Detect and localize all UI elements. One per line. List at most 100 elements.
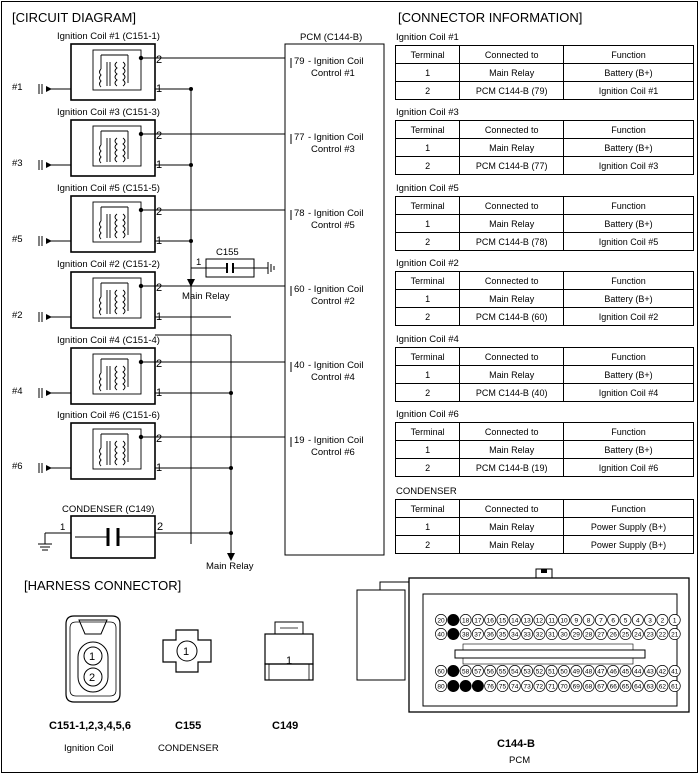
coil-name: Ignition Coil #2 (C151-2) — [57, 259, 160, 270]
column-header: Connected to — [459, 271, 565, 290]
coil-pin2: 2 — [156, 282, 162, 294]
pcm-pin-label: 30 — [560, 631, 568, 638]
pcm-pin-label: 5 — [624, 617, 628, 624]
pcm-pin-label: 66 — [610, 683, 618, 690]
pcm-pin-80 — [435, 680, 447, 692]
pcm-pin-label: 32 — [536, 631, 544, 638]
table-cell: Power Supply (B+) — [563, 517, 694, 536]
main-relay-arrow-2 — [227, 553, 235, 561]
coil-pin1: 1 — [156, 159, 162, 171]
pcm-pin-label: 33 — [523, 631, 531, 638]
coil-name: Ignition Coil #4 (C151-4) — [57, 335, 160, 346]
coil-input: #2 — [12, 310, 23, 321]
column-header: Terminal — [394, 45, 461, 64]
coil-input: #1 — [12, 82, 23, 93]
connector-table-title: Ignition Coil #3 — [396, 107, 459, 118]
pcm-pin-number: 77 — [294, 132, 305, 143]
pcm-pin-37 — [471, 628, 484, 640]
pcm-pin-70 — [558, 680, 570, 692]
connector-table-title: Ignition Coil #5 — [396, 183, 459, 194]
pcm-harness-desc: PCM — [509, 755, 530, 766]
pcm-pin-label: 67 — [597, 683, 605, 690]
pcm-pin-76 — [484, 680, 497, 692]
pcm-pin-57 — [471, 665, 484, 677]
pcm-pin-34 — [508, 628, 521, 640]
table-cell: 2 — [394, 81, 461, 100]
pcm-pin-label: 38 — [462, 631, 470, 638]
pcm-pin-73 — [521, 680, 534, 692]
coil-name: Ignition Coil #6 (C151-6) — [57, 410, 160, 421]
table-cell: Main Relay — [459, 214, 565, 233]
pcm-pin-label: 70 — [560, 683, 568, 690]
table-cell: 1 — [394, 63, 461, 82]
pcm-pin-label: 73 — [523, 683, 531, 690]
connector-table-title: Ignition Coil #1 — [396, 32, 459, 43]
table-cell: Main Relay — [459, 289, 565, 308]
pcm-pin-59 — [447, 665, 460, 677]
condenser-pin2: 2 — [157, 521, 163, 533]
pcm-pin-69 — [570, 680, 583, 692]
column-header: Terminal — [394, 422, 461, 441]
pcm-pin-label: 75 — [499, 683, 507, 690]
table-cell: 1 — [394, 289, 461, 308]
table-cell: 2 — [394, 232, 461, 251]
pcm-pin-label: 36 — [487, 631, 495, 638]
pcm-pin-label: 51 — [548, 668, 556, 675]
pcm-pin-label: 47 — [597, 668, 605, 675]
pcm-pin-60 — [435, 665, 447, 677]
pcm-pin-label: 7 — [599, 617, 603, 624]
table-cell: 2 — [394, 383, 461, 402]
pcm-pin-label: 69 — [573, 683, 581, 690]
connector-info-title: [CONNECTOR INFORMATION] — [398, 10, 582, 25]
pcm-pin-label: 46 — [610, 668, 618, 675]
pcm-pin-label: 15 — [499, 617, 507, 624]
table-cell: Ignition Coil #5 — [563, 232, 694, 251]
pcm-pin-32 — [533, 628, 546, 640]
column-header: Function — [563, 271, 694, 290]
pcm-pin-15 — [496, 614, 509, 626]
column-header: Terminal — [394, 271, 461, 290]
pcm-pin-23 — [644, 628, 657, 640]
table-cell: Ignition Coil #2 — [563, 307, 694, 326]
pcm-pin-24 — [631, 628, 644, 640]
pcm-pin-label: 3 — [648, 617, 652, 624]
pcm-pin-47 — [594, 665, 607, 677]
pcm-function-line2: Control #3 — [311, 144, 355, 155]
table-cell: PCM C144-B (40) — [459, 383, 565, 402]
column-header: Connected to — [459, 120, 565, 139]
pcm-pin-48 — [582, 665, 595, 677]
table-cell: Battery (B+) — [563, 289, 694, 308]
table-cell: 2 — [394, 307, 461, 326]
pcm-pin-label: 1 — [673, 617, 677, 624]
pcm-pin-45 — [619, 665, 632, 677]
pcm-label: PCM (C144-B) — [300, 32, 362, 43]
pcm-pin-68 — [582, 680, 595, 692]
c155-label: C155 — [216, 247, 239, 258]
pcm-pin-64 — [631, 680, 644, 692]
coil-pin1: 1 — [156, 387, 162, 399]
pcm-pin-67 — [594, 680, 607, 692]
table-cell: 1 — [394, 440, 461, 459]
pcm-pin-label: 6 — [611, 617, 615, 624]
coil-pin2: 2 — [156, 54, 162, 66]
pcm-pin-label: 18 — [462, 617, 470, 624]
pcm-pin-label: 29 — [573, 631, 581, 638]
pcm-function-line2: Control #5 — [311, 220, 355, 231]
harness-connector-title: [HARNESS CONNECTOR] — [24, 578, 181, 593]
pcm-pin-label: 11 — [548, 617, 555, 624]
pcm-pin-label: 8 — [587, 617, 591, 624]
table-cell: Main Relay — [459, 63, 565, 82]
pcm-pin-3 — [644, 614, 657, 626]
pcm-pin-label: 21 — [671, 631, 679, 638]
connector-table-title: Ignition Coil #6 — [396, 409, 459, 420]
pcm-pin-label: 10 — [560, 617, 568, 624]
column-header: Connected to — [459, 347, 565, 366]
pcm-pin-label: 61 — [671, 683, 679, 690]
pcm-pin-label: 41 — [671, 668, 679, 675]
coil-harness-pin1: 1 — [89, 651, 95, 663]
